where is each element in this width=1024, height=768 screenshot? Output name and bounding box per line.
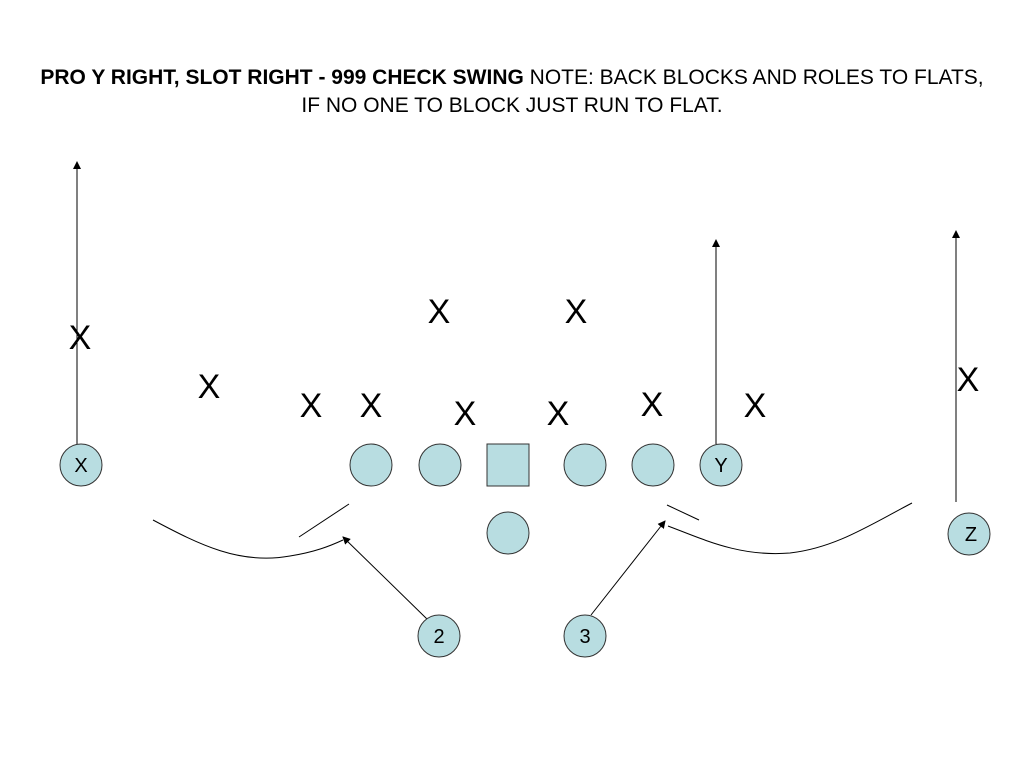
defender-tackle-left: X	[454, 395, 477, 433]
back-3-label: 3	[579, 626, 590, 648]
back-3	[563, 614, 607, 658]
defender-corner-left: X	[69, 319, 92, 357]
defender-outside-left: X	[198, 368, 221, 406]
defender-safety-right: X	[565, 293, 588, 331]
route-2-flat-curve	[152, 519, 344, 559]
receiver-y-label: Y	[714, 455, 727, 477]
receiver-z	[947, 512, 991, 556]
quarterback	[486, 511, 530, 555]
defender-end-left-2: X	[360, 387, 383, 425]
receiver-y	[699, 443, 743, 487]
route-2-block-arrow	[342, 536, 429, 621]
defender-end-left-1: X	[300, 387, 323, 425]
defender-tackle-right: X	[547, 395, 570, 433]
left-tackle	[349, 443, 393, 487]
receiver-x	[59, 443, 103, 487]
defender-outside-right: X	[744, 387, 767, 425]
defender-corner-right: X	[957, 361, 980, 399]
defender-end-right: X	[641, 386, 664, 424]
left-guard	[418, 443, 462, 487]
route-3-block-mark	[666, 504, 700, 521]
receiver-z-label: Z	[965, 524, 977, 546]
slide-title: PRO Y RIGHT, SLOT RIGHT - 999 CHECK SWIN…	[40, 64, 984, 120]
right-guard	[563, 443, 607, 487]
back-2-label: 2	[433, 626, 444, 648]
center	[486, 443, 530, 487]
back-2	[417, 614, 461, 658]
right-tackle	[631, 443, 675, 487]
route-3-block-arrow	[590, 520, 666, 616]
route-3-flat-curve	[667, 502, 913, 555]
receiver-x-label: X	[74, 455, 87, 477]
play-note: NOTE: BACK BLOCKS AND ROLES TO FLATS, IF…	[301, 66, 984, 117]
defender-safety-left: X	[428, 293, 451, 331]
play-name: PRO Y RIGHT, SLOT RIGHT - 999 CHECK SWIN…	[40, 66, 524, 89]
route-2-block-mark	[298, 503, 350, 538]
